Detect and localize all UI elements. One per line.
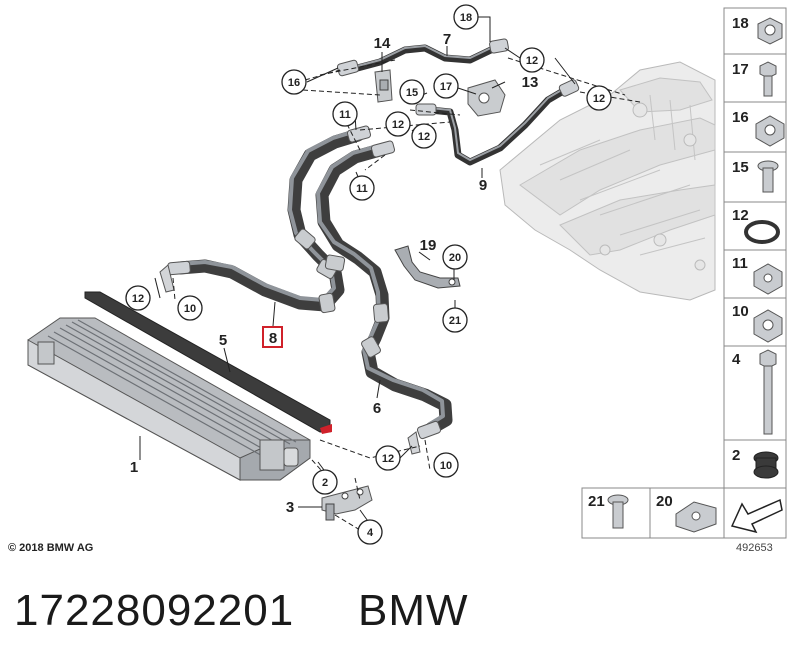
svg-text:12: 12 xyxy=(418,131,430,143)
legend-item-10[interactable]: 10 xyxy=(723,297,787,347)
copyright-text: © 2018 BMW AG xyxy=(8,542,94,554)
seal-strip-5 xyxy=(84,291,332,434)
label-3[interactable]: 3 xyxy=(286,499,294,516)
svg-text:10: 10 xyxy=(732,303,749,320)
label-8-highlighted[interactable]: 8 xyxy=(262,326,283,348)
callout-12-top[interactable]: 12 xyxy=(519,47,545,73)
legend-item-20[interactable]: 20 xyxy=(649,487,725,539)
callout-21[interactable]: 21 xyxy=(442,307,468,333)
svg-text:12: 12 xyxy=(593,93,605,105)
callout-18[interactable]: 18 xyxy=(453,4,479,30)
svg-text:12: 12 xyxy=(382,453,394,465)
svg-text:8: 8 xyxy=(269,330,277,347)
legend-item-16[interactable]: 16 xyxy=(723,101,787,153)
label-7[interactable]: 7 xyxy=(443,31,451,48)
svg-text:18: 18 xyxy=(460,12,472,24)
svg-text:20: 20 xyxy=(449,252,461,264)
label-9[interactable]: 9 xyxy=(479,177,487,194)
oil-cooler-1 xyxy=(27,317,311,481)
svg-text:16: 16 xyxy=(288,77,300,89)
oil-line-8 xyxy=(167,125,372,314)
label-19[interactable]: 19 xyxy=(420,237,437,254)
callout-10-right[interactable]: 10 xyxy=(433,452,459,478)
view-arrow-icon xyxy=(723,487,787,539)
image-number: 492653 xyxy=(736,542,773,554)
callout-20[interactable]: 20 xyxy=(442,244,468,270)
oil-line-7 xyxy=(336,38,509,77)
callout-15[interactable]: 15 xyxy=(399,79,425,105)
fitting-15 xyxy=(415,103,437,116)
svg-text:17: 17 xyxy=(732,61,749,78)
svg-text:15: 15 xyxy=(406,87,418,99)
svg-text:21: 21 xyxy=(449,315,461,327)
parts-legend-bottom: 21 20 xyxy=(581,487,787,539)
svg-text:18: 18 xyxy=(732,15,749,32)
bracket-3 xyxy=(321,485,373,521)
svg-text:11: 11 xyxy=(732,255,748,272)
svg-text:15: 15 xyxy=(732,159,749,176)
bracket-13 xyxy=(467,79,506,117)
svg-text:12: 12 xyxy=(392,119,404,131)
legend-item-11[interactable]: 11 xyxy=(723,249,787,299)
svg-text:20: 20 xyxy=(656,493,673,510)
bracket-19 xyxy=(394,245,461,289)
brand-name: BMW xyxy=(358,586,469,635)
clip-right xyxy=(407,431,421,455)
label-6[interactable]: 6 xyxy=(373,400,381,417)
part-number: 17228092201 xyxy=(14,586,295,635)
svg-text:16: 16 xyxy=(732,109,749,126)
svg-text:10: 10 xyxy=(184,303,196,315)
parts-legend-sidebar: 18 17 16 15 12 xyxy=(723,7,787,489)
legend-item-2[interactable]: 2 xyxy=(723,439,787,489)
callout-12-left[interactable]: 12 xyxy=(125,285,151,311)
label-13[interactable]: 13 xyxy=(522,74,539,91)
svg-text:12: 12 xyxy=(732,207,749,224)
legend-item-21[interactable]: 21 xyxy=(581,487,651,539)
svg-text:4: 4 xyxy=(367,527,374,539)
callout-12-right[interactable]: 12 xyxy=(375,445,401,471)
callout-11-lower[interactable]: 11 xyxy=(349,175,375,201)
label-1[interactable]: 1 xyxy=(130,459,138,476)
svg-text:4: 4 xyxy=(732,351,741,368)
svg-text:21: 21 xyxy=(588,493,605,510)
svg-text:12: 12 xyxy=(526,55,538,67)
callout-11-upper[interactable]: 11 xyxy=(332,101,358,127)
oil-line-9 xyxy=(426,79,580,166)
legend-item-18[interactable]: 18 xyxy=(723,7,787,55)
callout-16[interactable]: 16 xyxy=(281,69,307,95)
svg-text:2: 2 xyxy=(732,447,740,464)
callout-12-mid-a[interactable]: 12 xyxy=(385,111,411,137)
label-5[interactable]: 5 xyxy=(219,332,227,349)
callout-17[interactable]: 17 xyxy=(433,73,459,99)
legend-item-17[interactable]: 17 xyxy=(723,53,787,103)
svg-text:11: 11 xyxy=(339,109,351,121)
legend-item-12[interactable]: 12 xyxy=(723,201,787,251)
callout-12-mid-b[interactable]: 12 xyxy=(411,123,437,149)
svg-text:2: 2 xyxy=(322,477,328,489)
callout-10-left[interactable]: 10 xyxy=(177,295,203,321)
svg-text:11: 11 xyxy=(356,183,368,195)
label-14[interactable]: 14 xyxy=(374,35,391,52)
legend-item-15[interactable]: 15 xyxy=(723,151,787,203)
legend-item-4[interactable]: 4 xyxy=(723,345,787,441)
oil-line-6 xyxy=(315,140,453,440)
callout-2[interactable]: 2 xyxy=(312,469,338,495)
bracket-14 xyxy=(374,69,393,103)
cylinder-head-illustration xyxy=(499,61,716,301)
callout-12-engine[interactable]: 12 xyxy=(586,85,612,111)
svg-text:10: 10 xyxy=(440,460,452,472)
svg-text:17: 17 xyxy=(440,81,452,93)
callout-4[interactable]: 4 xyxy=(357,519,383,545)
svg-text:12: 12 xyxy=(132,293,144,305)
